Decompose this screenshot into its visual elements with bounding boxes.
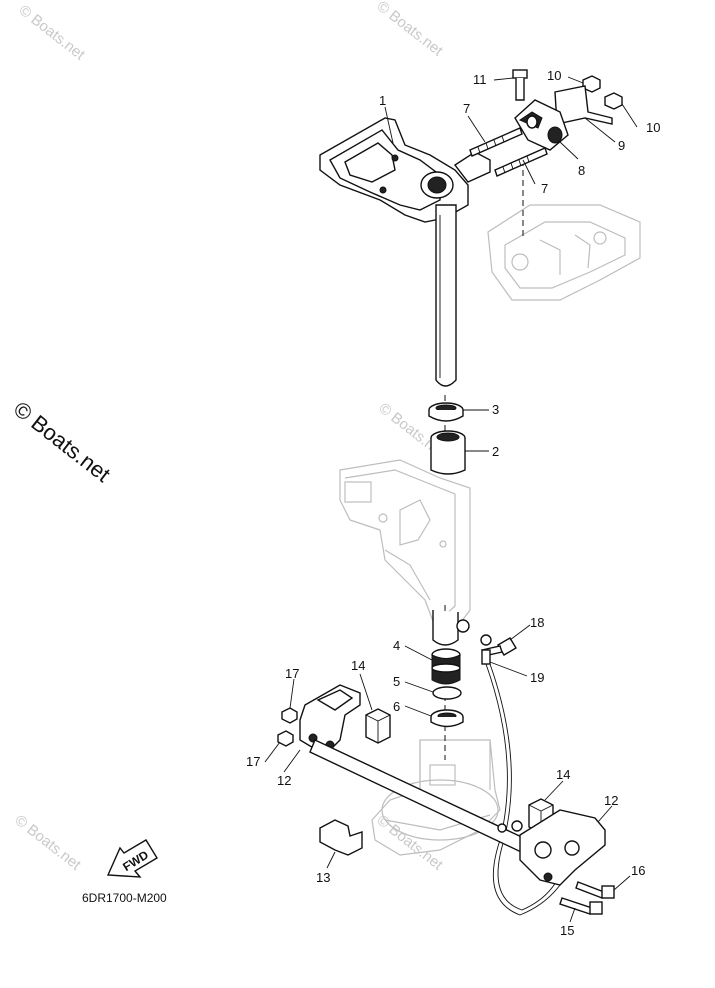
callout-7-a: 7 [463,101,470,116]
bushing-part-3 [428,402,464,422]
callout-16: 16 [631,863,645,878]
callout-2: 2 [492,444,499,459]
callout-14-b: 14 [556,767,570,782]
callout-14-a: 14 [351,658,365,673]
callout-17-a: 17 [285,666,299,681]
shaft-lower-stub [432,610,470,646]
upper-mount-part-8 [514,99,569,151]
callout-17-b: 17 [246,754,260,769]
watermark-mid-left: © Boats.net [9,396,115,487]
ground-wire-part-19 [480,634,561,916]
callout-19: 19 [530,670,544,685]
callout-10-b: 10 [646,120,660,135]
callout-11: 11 [473,72,487,87]
bolt-part-15 [559,897,603,915]
stud-part-7-b [494,147,548,177]
o-ring-part-5 [432,686,462,700]
callout-12-b: 12 [604,793,618,808]
watermark-top-left: © Boats.net [16,2,89,64]
steering-bracket-part-1 [319,117,491,387]
stud-part-7-a [469,127,523,157]
callout-12-a: 12 [277,773,291,788]
leader-lines [264,76,638,923]
nut-part-10-b [604,92,623,110]
callout-3: 3 [492,402,499,417]
callout-18: 18 [530,615,544,630]
bolt-part-16 [575,881,615,899]
callout-7-b: 7 [541,181,548,196]
callout-10-a: 10 [547,68,561,83]
lower-bracket-part-12-left [299,684,361,756]
sleeve-part-2 [430,430,466,475]
callout-6: 6 [393,699,400,714]
callout-13: 13 [316,870,330,885]
callout-15: 15 [560,923,574,938]
rubber-block-part-13 [319,819,363,856]
nut-part-17-a [281,707,298,724]
watermark-top-mid: © Boats.net [374,0,447,60]
callout-1: 1 [379,93,386,108]
rubber-mount-part-4 [431,648,461,685]
small-washer-2 [497,823,507,833]
callout-labels: 1 7 11 10 10 9 8 7 3 2 18 4 14 17 19 5 6… [246,68,660,938]
callout-5: 5 [393,674,400,689]
callout-8: 8 [578,163,585,178]
small-washer [511,820,523,832]
watermark-bottom-mid: © Boats.net [374,812,447,874]
rubber-block-part-14-a [365,708,391,744]
callout-9: 9 [618,138,625,153]
lower-bracket-part-12-right [519,809,606,886]
bolt-part-11 [512,69,528,101]
mount-plate-part-9 [554,85,613,125]
nut-part-17-b [277,730,294,747]
callout-4: 4 [393,638,400,653]
watermark-bottom-left: © Boats.net [12,812,85,874]
upper-mount-bracket-ghost [487,204,641,301]
forward-arrow-icon: FWD [106,839,158,878]
diagram-code: 6DR1700-M200 [82,891,167,905]
seal-part-6 [430,709,464,728]
